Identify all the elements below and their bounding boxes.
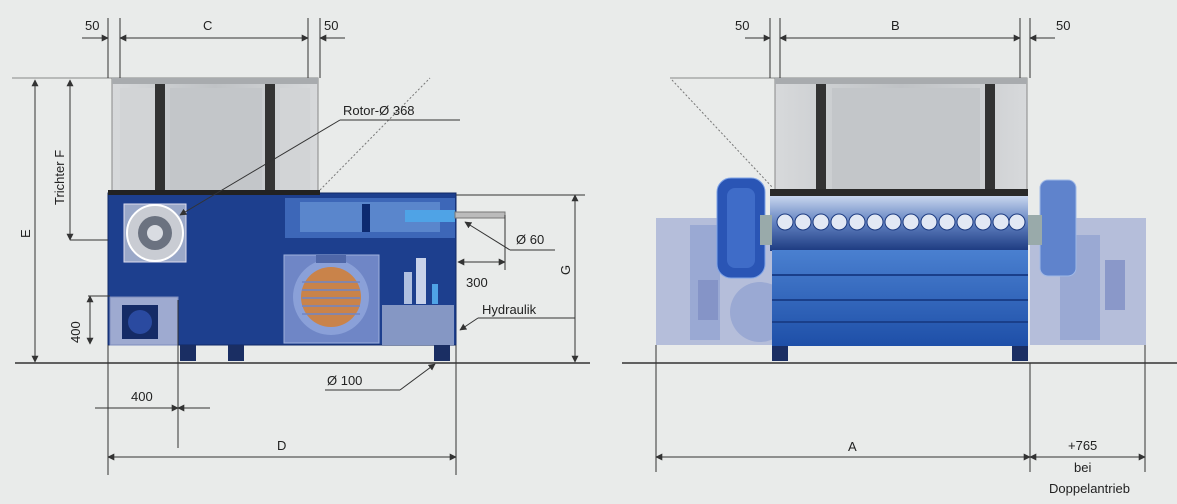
- gearbox-right: [1028, 179, 1077, 277]
- dimension-top-right: [745, 18, 1055, 78]
- dimension-bottom-left: [95, 300, 457, 475]
- dim-e-label: E: [18, 229, 33, 238]
- left-view: 50 C 50 E Trichter F 400 G Rotor-Ø 368: [12, 18, 590, 475]
- dim-100-label: Ø 100: [327, 373, 362, 388]
- motor-left: [283, 254, 380, 344]
- flywheel-left: [716, 177, 772, 279]
- dimension-bottom-right: [655, 345, 1146, 472]
- shaft-leader: [457, 215, 575, 331]
- hydraulik-label: Hydraulik: [482, 302, 537, 317]
- dimension-top-left: [82, 18, 345, 78]
- dim-c-label: C: [203, 18, 212, 33]
- dim-doppelantrieb-label: Doppelantrieb: [1049, 481, 1130, 496]
- dim-trichter-label: Trichter F: [52, 150, 67, 205]
- dim-50-right-a: 50: [324, 18, 338, 33]
- rotor-label: Rotor-Ø 368: [343, 103, 415, 118]
- dim-b-label: B: [891, 18, 900, 33]
- dimension-vertical-left: [31, 79, 585, 363]
- rotor-left: [123, 203, 187, 263]
- right-view: 50 B 50 A +765 bei Doppelantrieb: [622, 18, 1177, 496]
- dim-d-label: D: [277, 438, 286, 453]
- dim-g-label: G: [558, 265, 573, 275]
- dim-60-label: Ø 60: [516, 232, 544, 247]
- dim-a-label: A: [848, 439, 857, 454]
- dim-300-label: 300: [466, 275, 488, 290]
- dim-50-left-b: 50: [735, 18, 749, 33]
- hydraulic-unit-left: [404, 258, 438, 304]
- machine-body-right: [772, 250, 1028, 346]
- dim-765-label: +765: [1068, 438, 1097, 453]
- rotor-leader: [179, 119, 460, 216]
- dim-50-left-a: 50: [85, 18, 99, 33]
- hopper-left: [111, 77, 319, 192]
- dim-400-vertical-label: 400: [68, 321, 83, 343]
- control-box-left: [109, 296, 179, 346]
- hopper-right: [774, 77, 1028, 191]
- dim-50-right-b: 50: [1056, 18, 1070, 33]
- dim-400-horizontal-label: 400: [131, 389, 153, 404]
- dim-bei-label: bei: [1074, 460, 1091, 475]
- feet-leader: [325, 363, 436, 391]
- feet-left: [180, 345, 450, 361]
- feet-right: [772, 346, 1028, 361]
- cutting-chamber-right: [770, 189, 1028, 251]
